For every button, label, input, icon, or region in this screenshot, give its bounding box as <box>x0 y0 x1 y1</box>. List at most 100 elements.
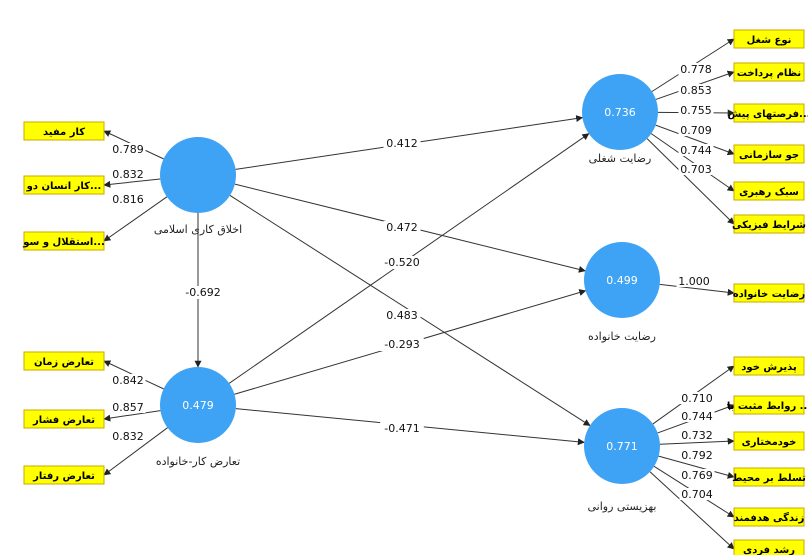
loading-label: 0.832 <box>112 168 144 181</box>
path-coefficient-bg <box>380 422 424 435</box>
loading-label-bg <box>678 144 714 156</box>
indicator-label: پذیرش خود <box>741 362 797 373</box>
indicator-box[interactable] <box>23 409 105 429</box>
loading-label-bg <box>679 469 715 481</box>
construct-r2-value: 0.771 <box>606 440 638 453</box>
loading-label: 0.842 <box>112 374 144 387</box>
loading-arrow <box>103 427 168 476</box>
indicator-box[interactable] <box>733 214 805 234</box>
loading-label: 0.789 <box>112 143 144 156</box>
indicator-box[interactable] <box>23 351 105 371</box>
construct-family-satisfaction[interactable] <box>584 242 660 318</box>
indicator-label: تسلط بر محیط <box>732 473 806 484</box>
path-coefficient-label: -0.692 <box>185 286 220 299</box>
loading-arrow <box>646 138 735 225</box>
indicator-box[interactable] <box>733 356 805 376</box>
path-coefficient-bg <box>383 137 421 150</box>
path-coefficient-label: 0.483 <box>386 309 418 322</box>
loading-label: 1.000 <box>678 275 710 288</box>
loading-label: 0.769 <box>681 469 713 482</box>
loading-label-bg <box>110 430 146 442</box>
loading-label: 0.755 <box>680 104 712 117</box>
construct-islamic-ethic[interactable] <box>160 137 236 213</box>
indicator-box[interactable] <box>23 231 105 251</box>
loading-label-bg <box>678 163 714 175</box>
loading-label: 0.853 <box>680 84 712 97</box>
path-coefficient-bg <box>380 256 424 269</box>
construct-r2-value: 0.736 <box>604 106 636 119</box>
construct-r2-value: 0.479 <box>182 399 214 412</box>
loading-label: 0.816 <box>112 193 144 206</box>
indicator-box[interactable] <box>733 29 805 49</box>
indicator-box[interactable] <box>733 283 805 303</box>
construct-conflict[interactable] <box>160 367 236 443</box>
path-coefficient-label: -0.471 <box>384 422 419 435</box>
construct-wellbeing[interactable] <box>584 408 660 484</box>
indicator-box[interactable] <box>733 181 805 201</box>
loading-label-bg <box>110 193 146 205</box>
loading-arrow <box>659 283 735 296</box>
loading-label-bg <box>678 84 714 96</box>
indicator-box[interactable] <box>733 62 805 82</box>
loading-label-bg <box>678 63 714 75</box>
loading-label-bg <box>110 168 146 180</box>
loading-label: 0.709 <box>680 124 712 137</box>
indicator-label: تعارض رفتار <box>32 471 95 482</box>
indicator-label: رضایت خانواده <box>733 289 806 300</box>
indicator-label: تعارض زمان <box>34 357 94 368</box>
loading-arrow <box>103 178 161 188</box>
indicator-box[interactable] <box>733 395 805 415</box>
indicator-box[interactable] <box>733 103 805 123</box>
loading-label: 0.703 <box>680 163 712 176</box>
construct-label: رضایت خانواده <box>588 330 656 343</box>
indicator-box[interactable] <box>733 539 805 555</box>
path-coefficient-bg <box>380 338 424 351</box>
loading-label-bg <box>679 392 715 404</box>
loading-label: 0.778 <box>680 63 712 76</box>
loading-label-bg <box>676 275 712 287</box>
loading-label: 0.744 <box>681 410 713 423</box>
path-coefficient-bg <box>181 286 225 299</box>
loading-label-bg <box>679 488 715 500</box>
path-coefficient-bg <box>383 221 421 234</box>
loading-arrow <box>103 410 161 422</box>
loading-label-bg <box>679 410 715 422</box>
loading-label-bg <box>110 401 146 413</box>
loading-label: 0.732 <box>681 429 713 442</box>
construct-label: بهزیستی روانی <box>588 500 657 513</box>
loading-label-bg <box>679 429 715 441</box>
indicator-box[interactable] <box>23 175 105 195</box>
path-coefficient-bg <box>383 309 421 322</box>
construct-r2-value: 0.499 <box>606 274 638 287</box>
indicator-box[interactable] <box>23 465 105 485</box>
indicator-label: ...کار انسان دو <box>26 181 102 192</box>
loading-arrow <box>658 455 735 479</box>
loading-label-bg <box>678 124 714 136</box>
construct-label: رضایت شغلی <box>589 152 652 165</box>
loading-label-bg <box>678 104 714 116</box>
indicator-box[interactable] <box>23 121 105 141</box>
indicator-box[interactable] <box>733 431 805 451</box>
loading-label: 0.832 <box>112 430 144 443</box>
indicator-box[interactable] <box>733 467 805 487</box>
indicator-box[interactable] <box>733 507 805 527</box>
construct-job-satisfaction[interactable] <box>582 74 658 150</box>
loading-label-bg <box>110 374 146 386</box>
indicator-label: کار مفید <box>43 127 85 138</box>
indicator-label: شرایط فیزیکی <box>732 220 806 231</box>
loading-arrow <box>650 133 735 192</box>
loading-arrow <box>649 471 735 550</box>
indicator-label: تعارض فشار <box>32 415 95 426</box>
construct-label: تعارض کار-خانواده <box>156 455 240 468</box>
indicator-label: رشد فردی <box>743 545 795 555</box>
indicator-label: ...استقلال و سو <box>22 237 105 248</box>
indicator-label: ... روابط مثبت با <box>727 401 808 412</box>
loading-label: 0.792 <box>681 449 713 462</box>
path-coefficient-label: 0.412 <box>386 137 418 150</box>
loading-label: 0.710 <box>681 392 713 405</box>
indicator-label: خودمختاری <box>742 437 797 448</box>
loading-arrow <box>103 196 168 242</box>
loading-arrow <box>659 437 735 445</box>
indicator-box[interactable] <box>733 144 805 164</box>
